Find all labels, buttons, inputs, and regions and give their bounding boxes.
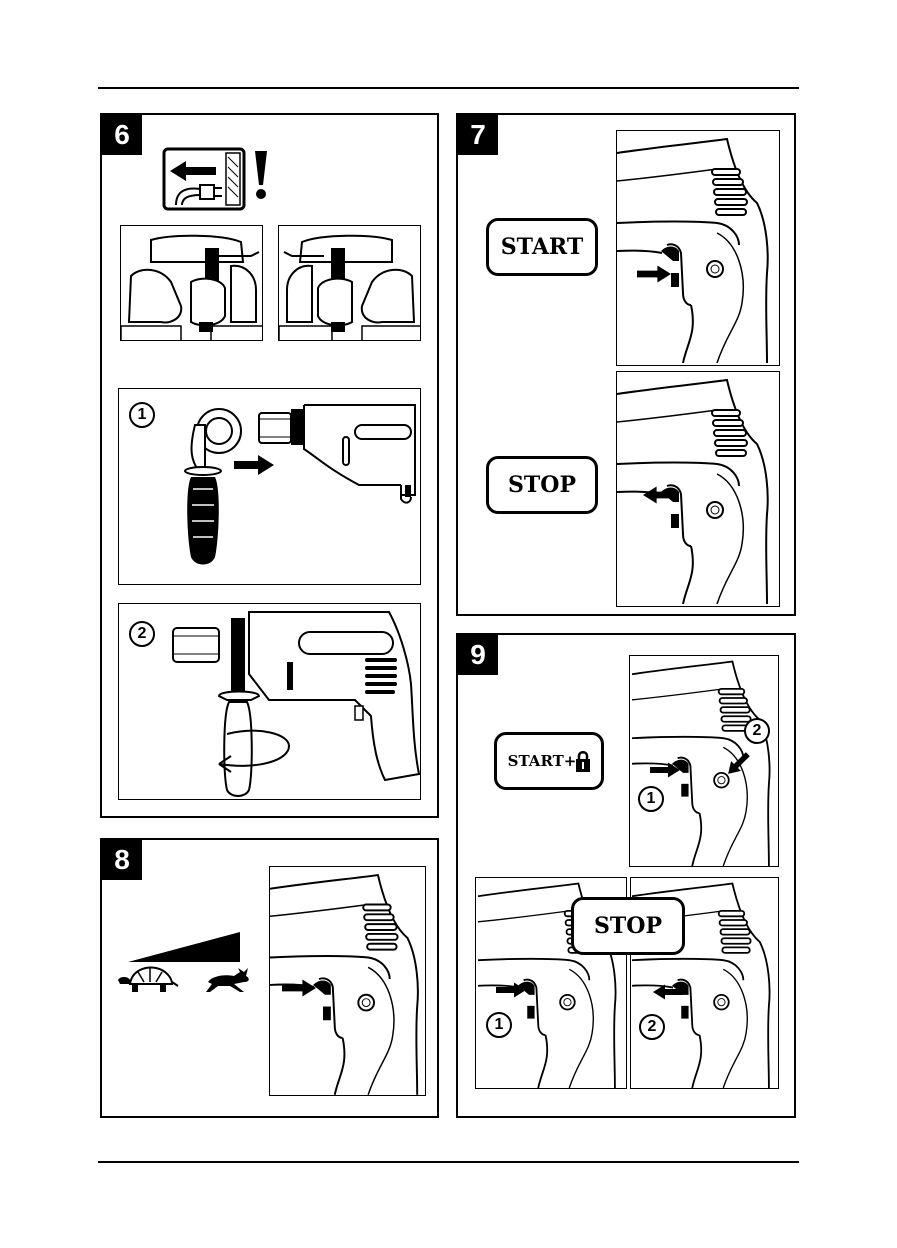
arrow-icon: [643, 486, 677, 504]
step-1-attach-handle: 1: [118, 388, 421, 585]
section-number: 7: [458, 115, 498, 155]
start-label: START: [486, 218, 598, 276]
drill-trigger-stop-illustration: [616, 371, 780, 607]
lock-step-1-marker: 1: [638, 786, 664, 812]
left-hand-grip-illustration: [120, 225, 263, 341]
arrow-icon: [496, 982, 526, 998]
lock-step-2-marker: 2: [744, 718, 770, 744]
top-rule: [98, 87, 799, 89]
arrow-icon: [650, 762, 680, 778]
drill-speed-trigger-illustration: [269, 866, 426, 1096]
turtle-icon: [116, 964, 180, 994]
arrow-icon: [653, 984, 683, 1000]
step-2-tighten-handle: 2: [118, 603, 421, 800]
section-8: 8: [100, 838, 439, 1118]
drill-trigger-start-illustration: [616, 130, 780, 366]
arrow-icon: [637, 265, 671, 283]
arrow-icon: [282, 979, 316, 997]
exclamation-icon: [250, 149, 272, 201]
stop-label: STOP: [486, 456, 598, 514]
section-9: 9 START+ 2 1 1 2 STOP: [456, 633, 796, 1118]
arrow-icon: [223, 455, 285, 475]
unlock-step-2-marker: 2: [639, 1014, 665, 1040]
unlock-step-1-marker: 1: [486, 1012, 512, 1038]
rabbit-icon: [204, 964, 252, 994]
section-number: 9: [458, 635, 498, 675]
section-number: 8: [102, 840, 142, 880]
speed-ramp-icon: [128, 930, 242, 962]
bottom-rule: [98, 1161, 799, 1163]
stop-label: STOP: [571, 897, 685, 955]
section-number: 6: [102, 115, 142, 155]
section-6: 6: [100, 113, 439, 818]
lock-icon: [576, 750, 590, 772]
right-hand-grip-illustration: [278, 225, 421, 341]
drill-lock-illustration: 2 1: [629, 655, 779, 867]
section-7: 7 START STOP: [456, 113, 796, 616]
unplug-warning-icon: [162, 147, 246, 211]
start-lock-text: START+: [508, 752, 577, 770]
start-lock-label: START+: [494, 732, 604, 790]
